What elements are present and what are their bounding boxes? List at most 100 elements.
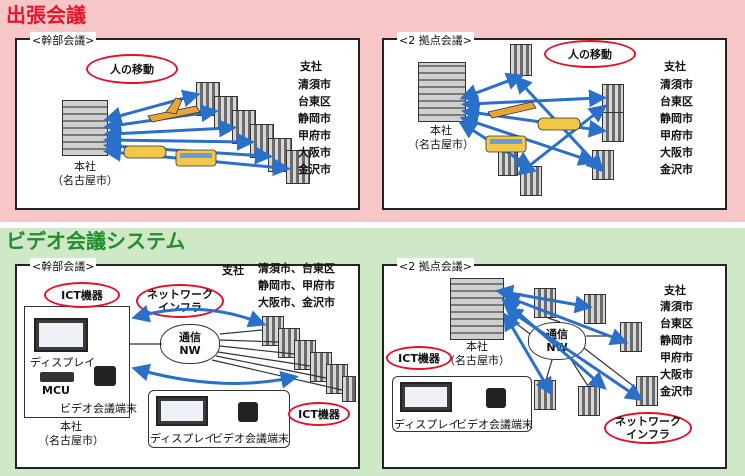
branch-office-label: 支社 xyxy=(300,60,322,73)
hq-name: 本社 xyxy=(74,160,96,173)
trip-arrow xyxy=(103,131,255,151)
branch-city: 甲府市 xyxy=(660,129,693,142)
network-cloud-line: インフラ xyxy=(626,428,670,441)
ict-equipment-cloud: ICT機器 xyxy=(44,282,120,308)
hq-name: 本社 xyxy=(430,124,452,137)
nw-line: 通信 xyxy=(179,331,201,344)
terminal-label: ビデオ会議端末 xyxy=(212,432,289,445)
network-line xyxy=(211,359,343,391)
branch-city: 静岡市 xyxy=(660,112,693,125)
panel-label: <2 拠点会議> xyxy=(397,32,474,48)
hq-label: 本社 （名古屋市） xyxy=(34,420,108,448)
train-icon xyxy=(123,145,167,159)
branch-city: 金沢市 xyxy=(660,163,693,176)
branch-city-list: 清須市 台東区 静岡市 甲府市 大阪市 金沢市 xyxy=(660,298,693,400)
branch-city-list: 清須市 台東区 静岡市 甲府市 大阪市 金沢市 xyxy=(298,76,331,178)
terminal-label: ビデオ会議端末 xyxy=(456,418,533,431)
branch-city: 大阪市 xyxy=(660,368,693,381)
video-terminal-icon xyxy=(486,388,506,408)
branch-building xyxy=(342,376,356,402)
network-arrow xyxy=(495,284,593,314)
branch-office-label: 支社 xyxy=(222,264,244,277)
branch-building xyxy=(602,84,624,114)
branch-city-list: 清須市、台東区 静岡市、甲府市 大阪市、金沢市 xyxy=(258,260,335,311)
network-line xyxy=(215,355,327,379)
hq-building xyxy=(450,278,504,340)
hq-label: 本社 （名古屋市） xyxy=(404,124,478,152)
network-cloud-line: ネットワーク xyxy=(615,415,681,428)
branch-city: 清須市 xyxy=(298,78,331,91)
video-terminal-icon xyxy=(238,402,258,422)
branch-city: 台東区 xyxy=(660,317,693,330)
network-arrow xyxy=(504,306,644,402)
network-line xyxy=(217,351,311,367)
video-terminal-icon xyxy=(94,366,116,386)
hq-name: 本社 xyxy=(466,340,488,353)
section-title-video-conference: ビデオ会議システム xyxy=(6,229,186,253)
hq-label: 本社 （名古屋市） xyxy=(440,340,514,368)
network-arrow xyxy=(131,304,267,328)
hq-city: （名古屋市） xyxy=(444,354,510,367)
branch-office-label: 支社 xyxy=(664,60,686,73)
hq-city: （名古屋市） xyxy=(52,174,118,187)
display-icon xyxy=(156,396,208,426)
bus-icon xyxy=(175,149,217,167)
branch-city: 清須市 xyxy=(660,300,693,313)
branch-city: 大阪市、金沢市 xyxy=(258,296,335,309)
hq-label: 本社 （名古屋市） xyxy=(50,160,120,188)
people-movement-cloud: 人の移動 xyxy=(86,54,178,84)
network-line xyxy=(583,347,637,389)
airplane-icon xyxy=(147,97,201,123)
branch-city: 大阪市 xyxy=(298,146,331,159)
people-movement-cloud: 人の移動 xyxy=(544,40,636,68)
airplane-icon xyxy=(487,101,537,119)
network-line xyxy=(545,359,553,381)
network-arrow xyxy=(503,312,553,396)
network-arrow xyxy=(131,363,299,389)
branch-city: 金沢市 xyxy=(298,163,331,176)
trip-arrow xyxy=(459,72,525,102)
hq-city: （名古屋市） xyxy=(38,434,104,447)
network-line xyxy=(219,329,263,335)
hq-building xyxy=(62,100,108,156)
branch-city: 台東区 xyxy=(660,95,693,108)
branch-city: 静岡市、甲府市 xyxy=(258,279,335,292)
nw-line: NW xyxy=(179,344,201,357)
ict-equipment-cloud: ICT機器 xyxy=(386,346,452,370)
display-icon xyxy=(34,318,88,352)
network-cloud-line: ネットワーク xyxy=(147,288,213,301)
network-infrastructure-cloud: ネットワークインフラ xyxy=(604,412,692,444)
mcu-label: MCU xyxy=(42,384,70,397)
display-label: ディスプレイ xyxy=(394,418,460,431)
branch-city: 台東区 xyxy=(298,95,331,108)
bus-icon xyxy=(485,135,527,153)
network-line xyxy=(547,317,561,323)
hq-building xyxy=(418,62,466,122)
mcu-icon xyxy=(40,372,74,382)
panel-label: <幹部会議> xyxy=(30,32,97,48)
ict-equipment-cloud: ICT機器 xyxy=(288,402,350,426)
display-label: ディスプレイ xyxy=(150,432,216,445)
display-icon xyxy=(400,382,452,412)
branch-city: 甲府市 xyxy=(660,351,693,364)
branch-city: 金沢市 xyxy=(660,385,693,398)
branch-city-list: 清須市 台東区 静岡市 甲府市 大阪市 金沢市 xyxy=(660,76,693,178)
trip-arrow xyxy=(103,119,237,143)
train-icon xyxy=(537,117,581,131)
network-line xyxy=(219,339,279,343)
branch-city: 静岡市 xyxy=(660,334,693,347)
branch-city: 甲府市 xyxy=(298,129,331,142)
branch-building xyxy=(510,44,532,76)
hq-city: （名古屋市） xyxy=(408,138,474,151)
hq-name: 本社 xyxy=(60,420,82,433)
branch-city: 大阪市 xyxy=(660,146,693,159)
section-title-business-trip: 出張会議 xyxy=(6,3,86,27)
network-line xyxy=(219,345,295,355)
terminal-label: ビデオ会議端末 xyxy=(60,402,137,415)
display-label: ディスプレイ xyxy=(30,356,96,369)
panel-label: <2 拠点会議> xyxy=(397,258,474,274)
branch-city: 清須市、台東区 xyxy=(258,262,335,275)
branch-office-label: 支社 xyxy=(664,284,686,297)
